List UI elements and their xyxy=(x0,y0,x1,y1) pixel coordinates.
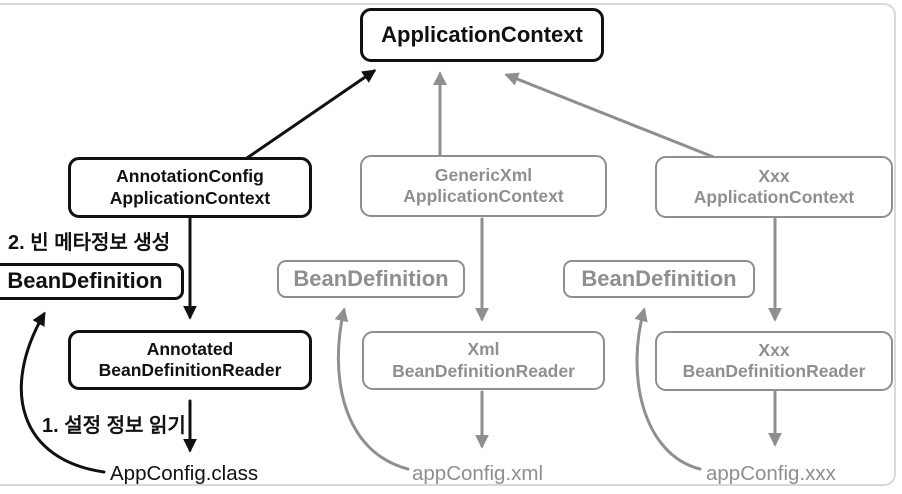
node-bean-definition-xxx: BeanDefinition xyxy=(563,260,755,298)
node-label: BeanDefinition xyxy=(293,265,449,291)
node-label-line1: Annotated xyxy=(146,338,234,359)
artifact-appconfig-xml: appConfig.xml xyxy=(412,462,544,485)
node-label: BeanDefinition xyxy=(7,268,163,294)
node-label-line1: AnnotationConfig xyxy=(116,166,264,187)
node-label-line2: ApplicationContext xyxy=(403,186,564,206)
node-label-line1: Xml xyxy=(467,339,500,360)
node-label-line1: Xxx xyxy=(758,165,790,186)
node-bean-definition-xml: BeanDefinition xyxy=(277,260,465,298)
node-label-line2: BeanDefinitionReader xyxy=(98,360,282,380)
edge-appconfigxxx-to-beandefinition xyxy=(634,307,702,471)
node-generic-xml-application-context: GenericXml ApplicationContext xyxy=(360,155,607,217)
annotation-step-2: 2. 빈 메타정보 생성 xyxy=(8,232,171,254)
node-xxx-application-context: Xxx ApplicationContext xyxy=(655,156,893,218)
edge-xxxcontext-to-applicationcontext xyxy=(504,72,718,160)
node-xml-bean-definition-reader: Xml BeanDefinitionReader xyxy=(362,331,605,390)
edge-appconfigxml-to-beandefinition xyxy=(334,307,410,471)
node-label: BeanDefinition xyxy=(581,265,737,291)
node-label-line2: BeanDefinitionReader xyxy=(682,361,866,381)
node-label-line1: GenericXml xyxy=(434,164,533,185)
artifact-appconfig-class: AppConfig.class xyxy=(110,462,259,485)
node-application-context: ApplicationContext xyxy=(360,8,604,62)
node-label: ApplicationContext xyxy=(381,21,583,47)
artifact-appconfig-xxx: appConfig.xxx xyxy=(706,462,836,485)
node-label-line2: ApplicationContext xyxy=(109,187,271,208)
node-annotated-bean-definition-reader: Annotated BeanDefinitionReader xyxy=(68,330,312,390)
node-label-line2: BeanDefinitionReader xyxy=(392,360,575,381)
node-label-line1: Xxx xyxy=(758,339,790,360)
slide-border xyxy=(0,3,896,486)
annotation-step-1: 1. 설정 정보 읽기 xyxy=(42,415,186,437)
edge-appconfigclass-to-beandefinition xyxy=(20,311,106,474)
node-annotation-config-application-context: AnnotationConfig ApplicationContext xyxy=(68,157,312,218)
node-label-line2: ApplicationContext xyxy=(693,187,855,207)
node-bean-definition-annotation: BeanDefinition xyxy=(0,263,184,300)
node-xxx-bean-definition-reader: Xxx BeanDefinitionReader xyxy=(655,331,893,391)
edge-annotationconfig-to-applicationcontext xyxy=(245,69,377,160)
